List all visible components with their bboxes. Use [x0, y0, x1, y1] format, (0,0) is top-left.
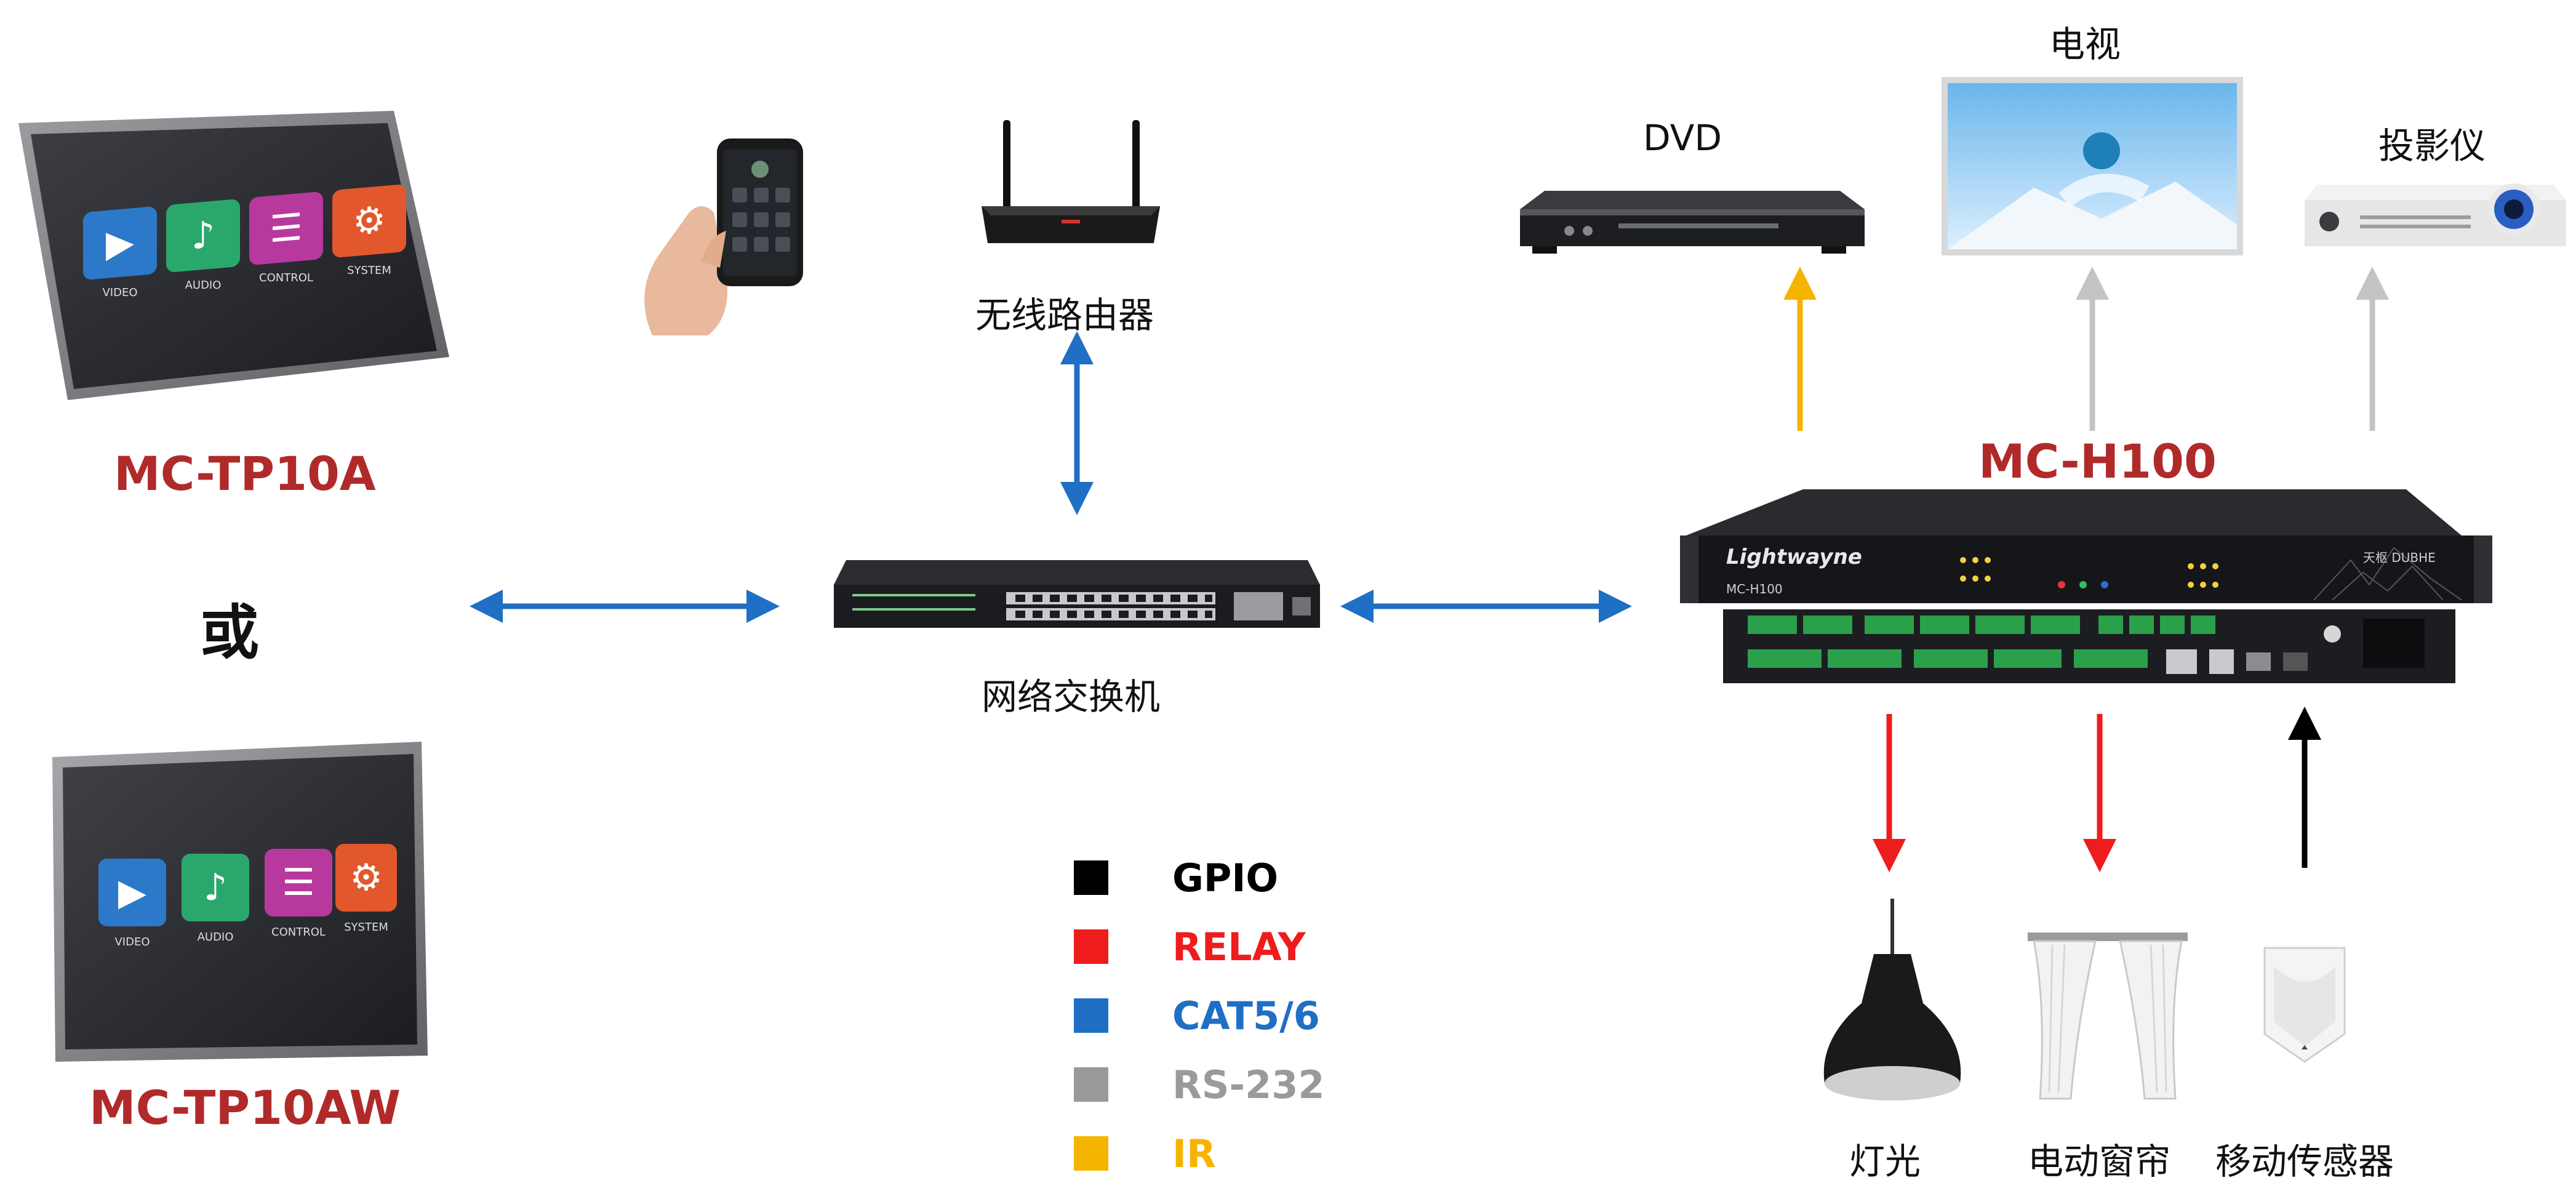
- or-label: 或: [200, 598, 259, 667]
- system-caption-aw: SYSTEM: [344, 921, 388, 934]
- system-tile-aw: ⚙: [335, 844, 397, 912]
- host-model-tag: MC-H100: [1726, 582, 1783, 596]
- dvd-label: DVD: [1643, 117, 1722, 159]
- network-switch-icon: [828, 548, 1320, 634]
- legend-swatch-gpio: [1074, 860, 1108, 895]
- router-label: 无线路由器: [975, 294, 1154, 336]
- switch-label: 网络交换机: [982, 676, 1161, 718]
- audio-caption-aw: AUDIO: [197, 931, 234, 944]
- host-logo: Lightwayne: [1726, 545, 1862, 569]
- touch-panel-a: ▶ ♪ ☰ ⚙ VIDEO AUDIO CONTROL SYSTEM: [12, 111, 455, 400]
- video-caption-aw: VIDEO: [114, 936, 150, 948]
- legend-label-relay: RELAY: [1172, 924, 1306, 969]
- wireless-router-icon: [975, 114, 1166, 255]
- video-tile-aw: ▶: [98, 859, 166, 926]
- smartphone-icon: [634, 132, 818, 342]
- video-caption: VIDEO: [102, 286, 138, 299]
- system-caption: SYSTEM: [347, 264, 391, 277]
- projector-label: 投影仪: [2378, 125, 2486, 167]
- control-tile-aw: ☰: [265, 849, 332, 916]
- legend-label-ir: IR: [1172, 1131, 1216, 1176]
- curtain-label: 电动窗帘: [2028, 1141, 2171, 1182]
- sensor-label: 移动传感器: [2215, 1141, 2394, 1182]
- pendant-light-icon: [1818, 899, 1966, 1108]
- legend-swatch-rs232: [1074, 1067, 1108, 1102]
- legend-swatch-ir: [1074, 1136, 1108, 1171]
- legend-label-rs232: RS-232: [1172, 1062, 1325, 1107]
- host-badge: 天枢 DUBHE: [2363, 550, 2436, 565]
- host-label: MC-H100: [1978, 434, 2217, 489]
- light-label: 灯光: [1849, 1141, 1921, 1182]
- television-icon: [1942, 77, 2243, 255]
- control-caption: CONTROL: [259, 271, 313, 284]
- legend-label-gpio: GPIO: [1172, 856, 1279, 900]
- control-caption-aw: CONTROL: [271, 926, 326, 939]
- touch-panel-a-label: MC-TP10A: [114, 446, 376, 501]
- motion-sensor-icon: [2258, 942, 2351, 1065]
- projector-icon: [2305, 175, 2566, 255]
- motorized-curtain-icon: [2028, 932, 2188, 1102]
- touch-panel-aw: ▶ ♪ ☰ ⚙ VIDEO AUDIO CONTROL SYSTEM: [49, 742, 431, 1062]
- mc-h100-host: Lightwayne MC-H100 天枢 DUBHE: [1680, 486, 2498, 696]
- legend-swatch-cat: [1074, 998, 1108, 1033]
- legend-label-cat: CAT5/6: [1172, 993, 1320, 1038]
- touch-panel-aw-label: MC-TP10AW: [89, 1080, 401, 1135]
- audio-caption: AUDIO: [185, 279, 222, 292]
- dvd-player-icon: [1514, 188, 1865, 255]
- tv-label: 电视: [2049, 23, 2121, 65]
- legend-swatch-relay: [1074, 929, 1108, 964]
- audio-tile-aw: ♪: [182, 854, 249, 921]
